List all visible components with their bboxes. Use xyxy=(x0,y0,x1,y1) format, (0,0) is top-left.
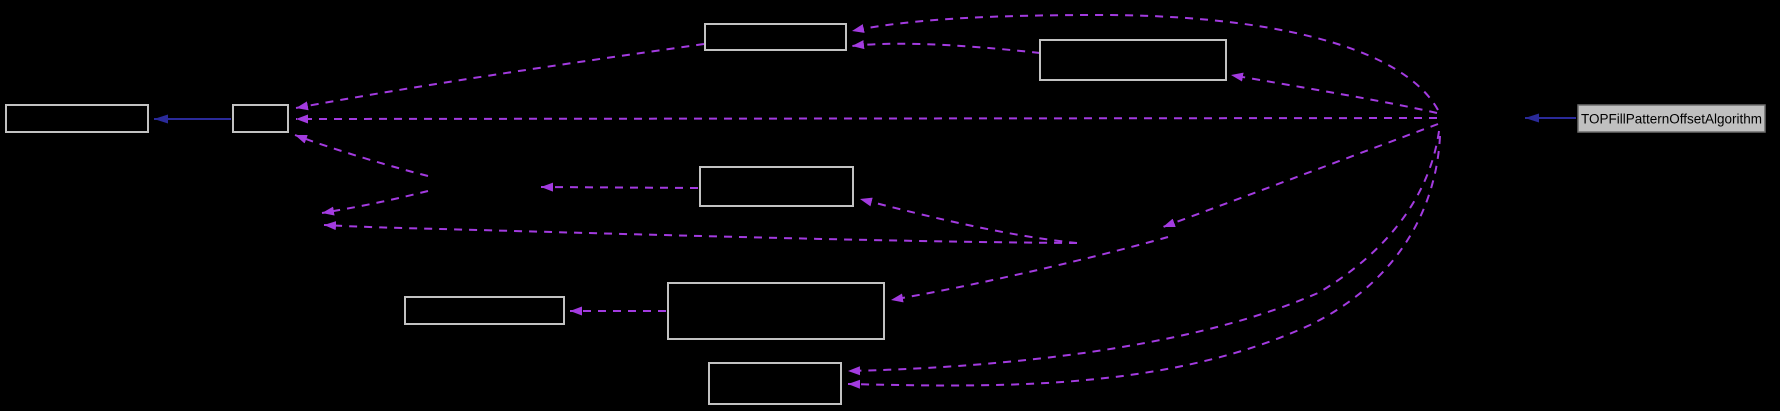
class-node-1[interactable] xyxy=(704,23,847,51)
edge-usage-hidden3-left xyxy=(321,190,429,216)
class-node-6[interactable] xyxy=(404,296,565,325)
edge-usage-hub-hidden2 xyxy=(1162,123,1439,228)
class-node-3[interactable] xyxy=(5,104,149,133)
edge-usage-hidden2-node7 xyxy=(890,236,1169,303)
class-node-7[interactable] xyxy=(667,282,885,340)
edge-usage-hub-node8-lower xyxy=(847,135,1441,389)
edge-usage-node5-hidden3 xyxy=(540,182,699,192)
edge-usage-hub-node2 xyxy=(1230,72,1438,114)
edge-usage-node1-node4 xyxy=(295,43,705,111)
edge-usage-hidden2-left xyxy=(323,221,1078,244)
class-node-5[interactable] xyxy=(699,166,854,207)
class-node-4[interactable] xyxy=(232,104,289,133)
main-class-node xyxy=(1577,104,1766,133)
edge-usage-hub-node1-arc xyxy=(851,13,1439,111)
edge-usage-hidden2-node5 xyxy=(859,197,1078,244)
edge-usage-hub-node8-upper xyxy=(847,130,1440,376)
edge-usage-hidden3-node4 xyxy=(294,134,429,177)
class-node-8[interactable] xyxy=(708,362,842,405)
edge-usage-node2-node1 xyxy=(851,40,1041,54)
main-class-node-label: TOPFillPatternOffsetAlgorithm xyxy=(1581,112,1762,127)
nodes-layer: TOPFillPatternOffsetAlgorithm xyxy=(5,23,1766,405)
class-node-2[interactable] xyxy=(1039,39,1227,81)
edge-usage-hub-node4 xyxy=(295,114,1438,124)
edges-layer xyxy=(154,13,1576,389)
